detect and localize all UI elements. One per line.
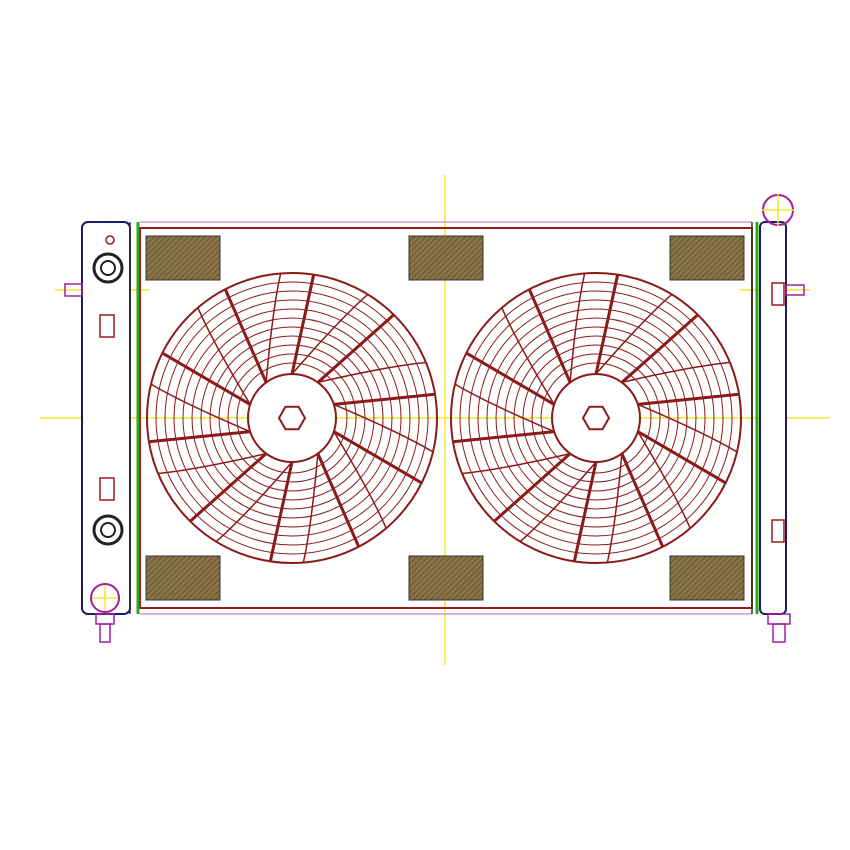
- fan-strut: [189, 452, 268, 523]
- fan-strut: [527, 288, 572, 384]
- fan-guard-ring: [486, 308, 706, 528]
- mounting-pads: [145, 235, 745, 601]
- fan-guard-ring: [209, 335, 375, 501]
- fan-strut: [637, 430, 727, 485]
- left-tank: [64, 221, 140, 643]
- fan-guard-ring: [531, 353, 661, 483]
- fan-strut: [465, 351, 555, 406]
- fan-strut: [620, 313, 699, 384]
- fan-strut: [572, 461, 598, 562]
- fan-guard-ring: [477, 299, 715, 537]
- fan-blade: [569, 273, 586, 383]
- fan-strut: [493, 452, 572, 523]
- fan-blade: [637, 403, 738, 453]
- fan-strut: [290, 274, 316, 375]
- fan-blade: [265, 273, 282, 383]
- fan-guard-ring: [182, 308, 402, 528]
- fan-shroud: [146, 272, 438, 564]
- fan-strut: [594, 274, 620, 375]
- fan-blade: [302, 453, 319, 563]
- fan-blade: [197, 307, 251, 405]
- fan-guard-ring: [459, 281, 733, 555]
- fan-blade: [291, 293, 369, 375]
- fan-hub: [247, 373, 337, 463]
- fan-guard-ring: [200, 326, 384, 510]
- fan-guard-ring: [513, 335, 679, 501]
- fan-blade: [595, 293, 673, 375]
- fan-guard-ring: [236, 362, 348, 474]
- fan-blade: [461, 452, 571, 475]
- fan-blade: [454, 383, 555, 433]
- fan-blade: [637, 431, 691, 529]
- fan-strut: [148, 430, 251, 444]
- fan-guard-ring: [468, 290, 724, 546]
- fan-strut: [637, 392, 740, 406]
- fan-blade: [501, 307, 555, 405]
- fan-strut: [452, 430, 555, 444]
- fan-guard-ring: [173, 299, 411, 537]
- fan-guard-ring: [504, 326, 688, 510]
- fan-strut: [268, 461, 294, 562]
- fan-guard-ring: [155, 281, 429, 555]
- fan-strut: [316, 452, 361, 548]
- fan-strut: [316, 313, 395, 384]
- right-tank: [751, 194, 805, 643]
- fan-shroud: [450, 272, 742, 564]
- fan-blade: [215, 461, 293, 543]
- fan-strut: [161, 351, 251, 406]
- fan-nut: [277, 405, 307, 431]
- fan-blade: [333, 403, 434, 453]
- fan-blade: [157, 452, 267, 475]
- fan-blade: [333, 431, 387, 529]
- fan-blade: [317, 361, 427, 384]
- fan-guard-ring: [191, 317, 393, 519]
- fan-1: [146, 272, 438, 564]
- fan-blade: [150, 383, 251, 433]
- fan-strut: [333, 430, 423, 485]
- fan-guard-ring: [164, 290, 420, 546]
- fan-guard-ring: [495, 317, 697, 519]
- fan-blade: [621, 361, 731, 384]
- fan-strut: [223, 288, 268, 384]
- fan-blade: [519, 461, 597, 543]
- fan-hub: [551, 373, 641, 463]
- fan-guard-ring: [540, 362, 652, 474]
- fan-guard-ring: [227, 353, 357, 483]
- fan-blade: [606, 453, 623, 563]
- fan-strut: [620, 452, 665, 548]
- fan-2: [450, 272, 742, 564]
- fan-strut: [333, 392, 436, 406]
- fan-nut: [581, 405, 611, 431]
